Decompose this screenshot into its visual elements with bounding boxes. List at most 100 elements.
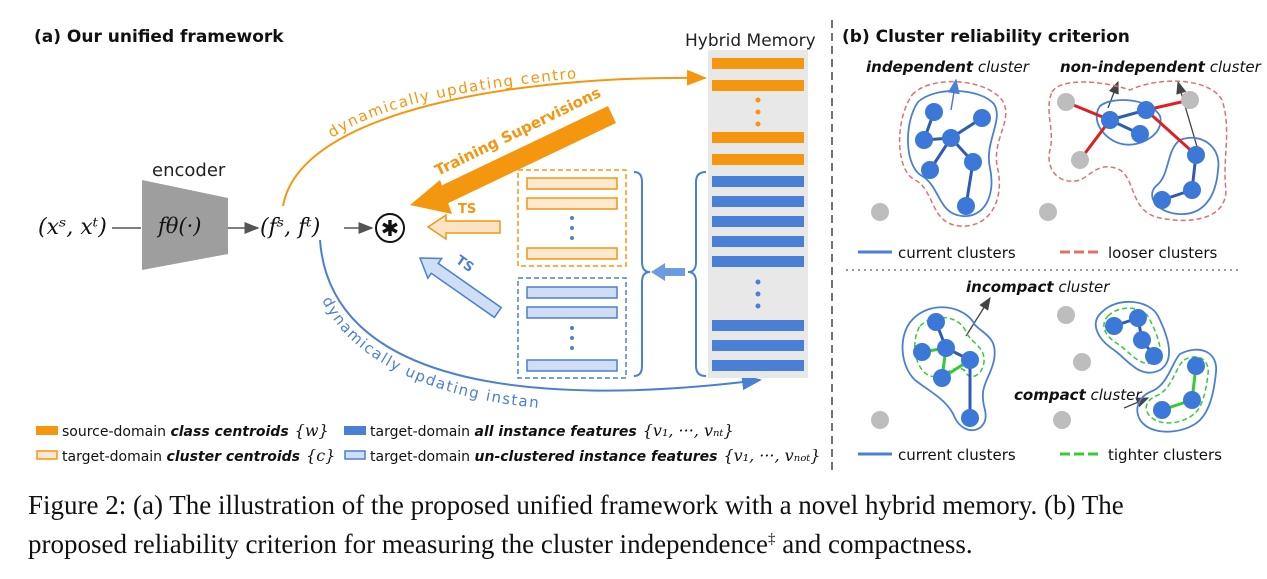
incompact-cluster-label: incompact cluster [966,278,1110,296]
legend-looser: looser clusters [1108,244,1218,262]
memory-ellipsis-dot [755,279,761,285]
loss-operator [375,213,405,243]
legend-item-3: target-domain all instance features{v₁, … [370,421,734,440]
outlier-node [871,411,889,429]
legend-swatch-outline-blue [344,450,366,460]
ts-arrow-unclustered [418,257,503,319]
memory-slot-source [712,80,804,91]
memory-slot-target [712,216,804,227]
independent-pointer [947,78,960,111]
compact-cluster-2-nodes [1153,357,1205,419]
unclustered-slot-1 [526,286,618,299]
ellipsis-dot [570,226,574,230]
outlier-node [1057,306,1075,324]
memory-slot-source [712,154,804,165]
legend-item-1: source-domain class centroids{w} [62,421,329,440]
memory-slot-target [712,256,804,267]
unclustered-slot-2 [526,306,618,319]
legend-swatch-outline-orange [36,450,58,460]
memory-slot-target [712,340,804,351]
incompact-tighter-boundary [914,316,985,378]
memory-ellipsis-dot [755,291,761,297]
non-independent-gray-nodes [1057,91,1199,169]
memory-slot-target [712,320,804,331]
cluster-centroid-slot-1 [526,177,618,190]
hybrid-memory-title: Hybrid Memory [685,31,816,51]
unclustered-slot-3 [526,359,618,372]
input-label: (xˢ, xᵗ) [38,215,107,240]
non-independent-blue-nodes [1101,101,1205,209]
loss-operator-symbol: ✱ [381,217,399,242]
independent-looser-boundary [898,80,1007,227]
ellipsis-dot [570,216,574,220]
legend-item-2: target-domain cluster centroids{c} [62,446,335,465]
caption-line-1: Figure 2: (a) The illustration of the pr… [28,490,1124,520]
panel-b-title: (b) Cluster reliability criterion [842,27,1130,47]
caption-line-2-a: proposed reliability criterion for measu… [28,529,768,559]
compact-pointer [1123,397,1150,409]
ellipsis-dot [570,346,574,350]
training-supervisions-arrow [410,106,616,214]
memory-slots [712,58,804,371]
compact-current-boundary-1 [1094,300,1170,374]
feature-label: (fˢ, fᵗ) [260,215,320,240]
legend-left: source-domain class centroids{w} target-… [36,421,820,465]
independent-cluster-nodes [915,103,991,215]
ts-label-cluster: TS [458,202,476,217]
legend-swatch-solid-orange [36,426,58,435]
right-brace [687,171,707,377]
legend-swatch-solid-blue [344,426,366,435]
encoder-block [142,180,228,270]
update-centroid-arrow [282,69,707,207]
memory-slot-target [712,176,804,187]
incompact-nodes [913,313,979,427]
legend-current-bottom: current clusters [898,446,1016,464]
memory-ellipsis-dot [755,97,761,103]
ts-label-unclustered: TS [453,253,477,276]
legend-item-4: target-domain un-clustered instance feat… [370,446,820,465]
non-independent-current-boundary-2 [1151,136,1220,215]
caption-line-2: proposed reliability criterion for measu… [28,522,1248,561]
memory-ellipsis-dot [755,109,761,115]
memory-slot-target [712,236,804,247]
compact-current-boundary-2 [1136,348,1217,433]
encoder-function: fθ(·) [156,214,201,238]
non-independent-cluster-label: non-independent cluster [1060,58,1262,76]
incompact-current-boundary [901,306,996,432]
panel-a-title: (a) Our unified framework [34,27,284,47]
non-independent-intra-edges [1109,108,1198,202]
ellipsis-dot [570,236,574,240]
ellipsis-dot [570,336,574,340]
memory-slot-source [712,132,804,143]
legend-current-top: current clusters [898,244,1016,262]
cluster-centroids-box [517,169,627,267]
incompact-pointer [965,296,991,337]
figure-canvas: (a) Our unified framework (xˢ, xᵗ) encod… [0,0,1262,470]
compact-tighter-boundary-2 [1145,356,1209,424]
memory-to-boxes-arrow [651,263,685,281]
cluster-centroid-slot-2 [526,197,618,210]
outlier-node [1073,353,1091,371]
encoder-label: encoder [152,160,226,181]
legend-tighter: tighter clusters [1108,446,1222,464]
memory-slot-source [712,58,804,69]
figure-caption: Figure 2: (a) The illustration of the pr… [28,488,1248,561]
caption-footnote-mark: ‡ [767,531,776,547]
outlier-node [1053,411,1071,429]
outlier-node [1039,203,1057,221]
update-centroid-label: dynamically updating centroid [0,0,578,141]
left-brace [633,171,651,377]
ellipsis-dot [570,326,574,330]
independent-cluster-label: independent cluster [866,58,1030,76]
update-instance-arrow [319,239,762,392]
memory-ellipsis-dot [755,303,761,309]
outlier-node [871,203,889,221]
memory-ellipsis-dot [755,121,761,127]
non-independent-looser-boundary [1048,80,1228,222]
cluster-centroid-slot-3 [526,247,618,260]
caption-line-2-b: and compactness. [775,529,973,559]
compact-cluster-label: compact cluster [1014,386,1142,404]
compact-cluster-1-nodes [1105,309,1163,365]
memory-slot-target [712,196,804,207]
memory-slot-target [712,360,804,371]
